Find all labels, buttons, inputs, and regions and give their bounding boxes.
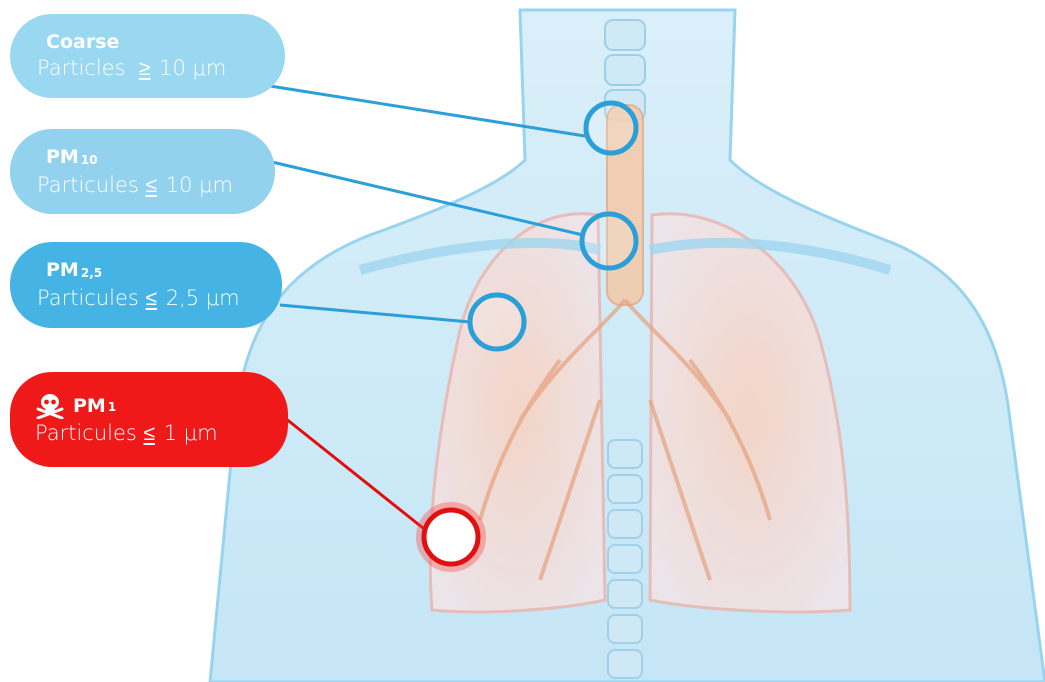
label-pm10-value: 10 μm (166, 173, 233, 197)
label-pm1-text: Particules ≤ 1 μm (35, 419, 288, 447)
label-pm1-title: PM1 (35, 393, 288, 419)
label-coarse-text: Particles ≥ 10 μm (37, 54, 285, 82)
trachea (607, 105, 643, 305)
label-coarse-title: Coarse (37, 30, 285, 54)
label-pm10-text: Particules ≤ 10 μm (37, 171, 275, 199)
label-pm1-symbol: ≤ (144, 421, 156, 445)
label-pm10-title: PM10 (37, 145, 275, 171)
label-pm1-title-main: PM (73, 394, 106, 418)
label-pm10-symbol: ≤ (146, 173, 158, 197)
label-pm25-title: PM2,5 (37, 258, 282, 284)
label-pm10-title-main: PM (46, 146, 79, 168)
label-pm10-title-sub: 10 (81, 153, 98, 167)
label-coarse-symbol: ≥ (139, 56, 151, 80)
label-pm25-title-main: PM (46, 259, 79, 281)
label-pm25-value: 2,5 μm (166, 286, 240, 310)
label-pm10: PM10 Particules ≤ 10 μm (10, 129, 275, 214)
label-pm10-word: Particules (37, 173, 139, 197)
label-pm1: PM1 Particules ≤ 1 μm (10, 372, 288, 467)
label-pm1-word: Particules (35, 421, 137, 445)
label-coarse-word: Particles (37, 56, 126, 80)
skull-crossbones-icon (35, 393, 65, 419)
label-pm25-text: Particules ≤ 2,5 μm (37, 284, 282, 312)
lower-spine (608, 440, 642, 678)
label-pm25-symbol: ≤ (146, 286, 158, 310)
label-pm25-word: Particules (37, 286, 139, 310)
label-pm1-title-sub: 1 (108, 395, 116, 419)
label-coarse-value: 10 μm (159, 56, 226, 80)
label-pm25: PM2,5 Particules ≤ 2,5 μm (10, 242, 282, 328)
label-pm25-title-sub: 2,5 (81, 266, 102, 280)
label-pm1-value: 1 μm (164, 421, 218, 445)
label-coarse: Coarse Particles ≥ 10 μm (10, 14, 285, 98)
